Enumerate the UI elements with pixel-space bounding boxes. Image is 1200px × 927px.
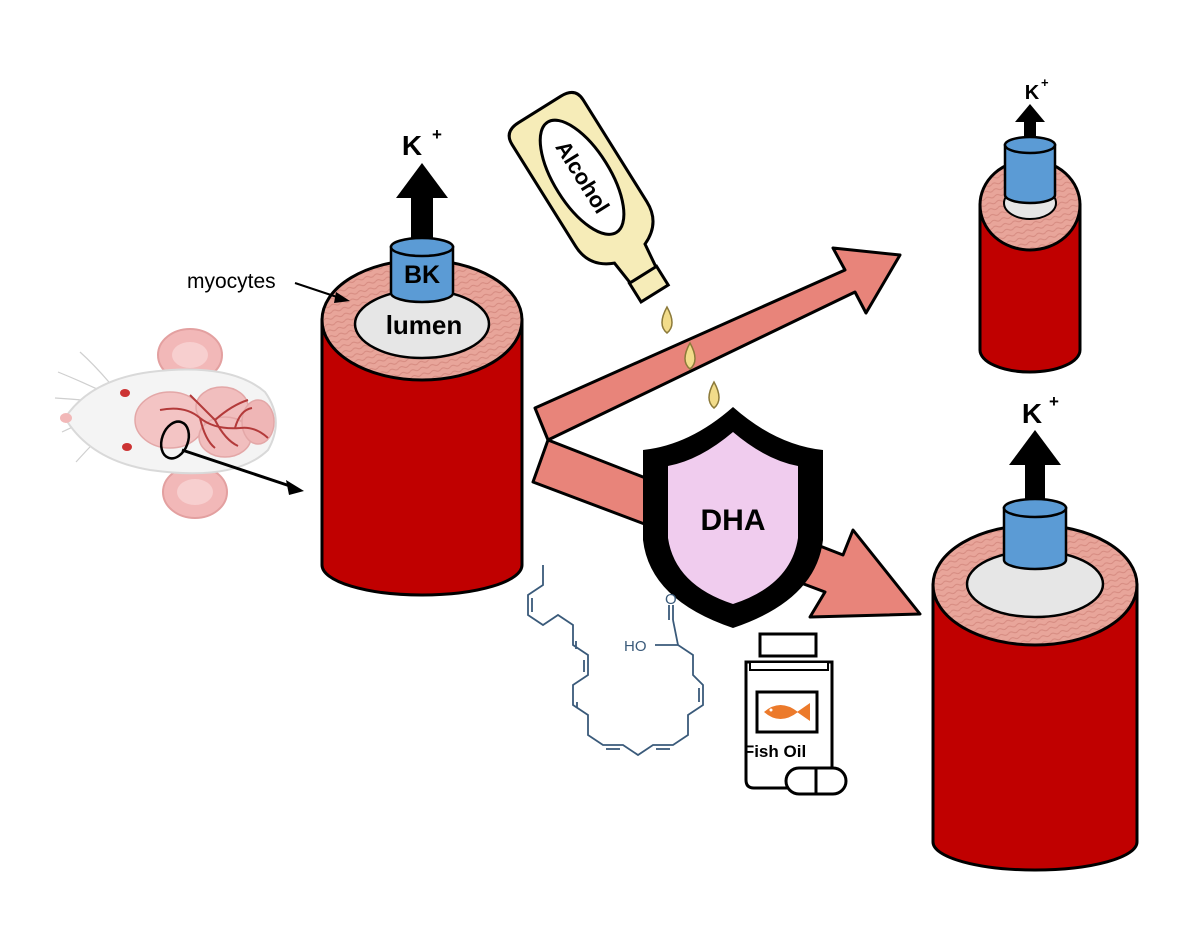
ho-label: HO bbox=[624, 638, 647, 655]
drop bbox=[708, 380, 720, 409]
dha-molecule-icon bbox=[527, 565, 704, 757]
alcohol-label-oval bbox=[538, 118, 626, 236]
dha-label: DHA bbox=[701, 504, 766, 537]
fish-icon bbox=[764, 703, 810, 721]
alcohol-drops bbox=[661, 305, 720, 409]
pointer-arrow bbox=[181, 448, 304, 495]
drop bbox=[684, 341, 696, 370]
constricted-blood-vessel: K + bbox=[978, 75, 1082, 374]
drop bbox=[661, 305, 673, 334]
k-ion-label-small: K bbox=[1025, 82, 1040, 104]
k-efflux-arrow bbox=[396, 163, 448, 238]
myocytes-label: myocytes bbox=[187, 270, 276, 293]
mouse-brain-icon bbox=[54, 328, 277, 519]
capsule-icon bbox=[784, 766, 848, 796]
k-efflux-arrow-small bbox=[1015, 104, 1045, 138]
k-charge-label: + bbox=[432, 125, 442, 144]
o-label: O bbox=[665, 591, 677, 608]
alcohol-bottle-icon: Alcohol bbox=[507, 90, 671, 305]
k-ion-label-large: K bbox=[1022, 398, 1042, 429]
k-charge-label-large: + bbox=[1049, 392, 1059, 411]
bk-label: BK bbox=[404, 261, 440, 289]
myocytes-pointer bbox=[294, 282, 350, 303]
fish-oil-bottle-icon: Fish Oil bbox=[744, 632, 834, 790]
shield-icon: DHA bbox=[643, 407, 823, 628]
k-efflux-arrow-large bbox=[1009, 430, 1061, 500]
bk-channel: BK bbox=[389, 236, 455, 304]
upper-salmon-arrow bbox=[533, 246, 902, 442]
fish-oil-label: Fish Oil bbox=[744, 742, 806, 761]
left-blood-vessel: lumen BK K + bbox=[320, 125, 524, 597]
k-charge-label-small: + bbox=[1041, 75, 1049, 90]
k-ion-label: K bbox=[402, 130, 422, 161]
protected-blood-vessel: K + bbox=[931, 392, 1139, 872]
lumen-label: lumen bbox=[386, 310, 463, 340]
